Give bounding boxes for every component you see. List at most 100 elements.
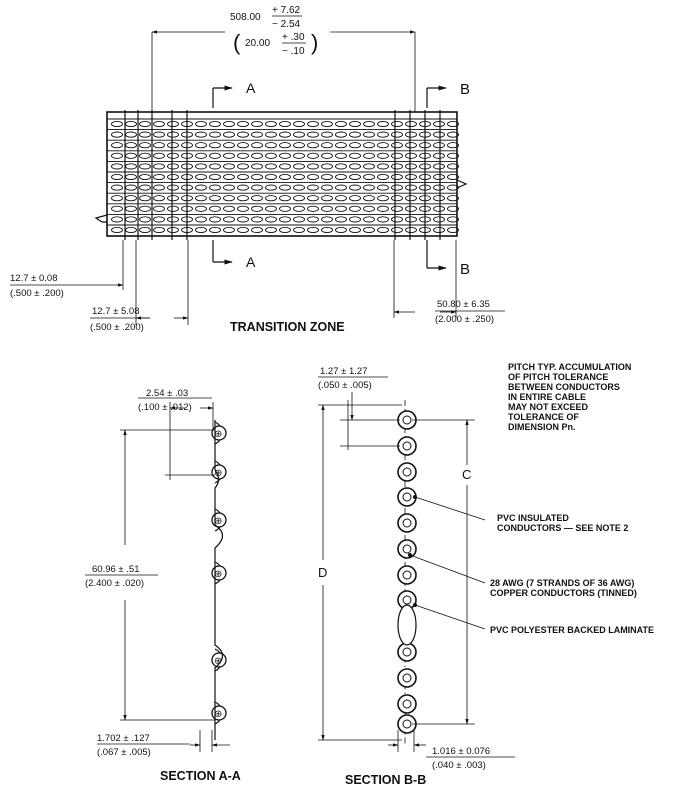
conductor-bead (195, 226, 207, 234)
strand-glyph: ⊕ (214, 516, 222, 527)
conductor-bead (377, 205, 389, 212)
section-bb-conductors (397, 410, 417, 734)
conductor-bead (195, 142, 207, 149)
callout-pvc-insulated-line-2: CONDUCTORS — SEE NOTE 2 (497, 523, 628, 533)
conductor-bead (139, 120, 151, 128)
conductor-bead (279, 152, 291, 159)
conductor-bead (293, 195, 305, 202)
conductor-bead (335, 142, 347, 149)
conductor-bead (153, 216, 165, 223)
conductor-bead (195, 216, 207, 223)
conductor-circle (397, 513, 417, 533)
conductor-bead (153, 205, 165, 212)
conductor-bead (111, 152, 123, 159)
conductor-bead (433, 226, 445, 234)
callout-laminate: PVC POLYESTER BACKED LAMINATE (413, 603, 654, 635)
conductor-bead (167, 205, 179, 212)
conductor-bead (125, 216, 137, 223)
conductor-bead (433, 142, 445, 149)
conductor-bead (209, 163, 221, 170)
conductor-bead (139, 205, 151, 212)
conductor-bead (391, 173, 403, 181)
conductor-bead (377, 173, 389, 181)
conductor-bead (293, 142, 305, 149)
callout-pvc-insulated-line-1: PVC INSULATED (497, 513, 569, 523)
conductor-bead (251, 163, 263, 170)
conductor-bead (153, 142, 165, 149)
conductor-bead (349, 184, 361, 191)
conductor-circle (397, 668, 417, 688)
conductor-bead (265, 184, 277, 191)
conductor-bead (349, 173, 361, 181)
conductor-bead (447, 195, 459, 202)
section-bb-pitch-inch: (.050 ± .005) (318, 380, 372, 391)
conductor-bead (391, 131, 403, 138)
conductor-bead (237, 216, 249, 223)
conductor-bead (321, 142, 333, 149)
conductor-bead (251, 120, 263, 128)
conductor-bead (391, 142, 403, 149)
conductor-bead (363, 142, 375, 149)
conductor-bead (307, 195, 319, 202)
conductor-bead (363, 152, 375, 159)
section-bb-label-d: D (318, 565, 327, 580)
strand-core (402, 719, 412, 729)
conductor-bead (153, 163, 165, 170)
conductor-bead (223, 120, 235, 128)
overall-length-paren-open: ( (233, 30, 241, 55)
conductor-bead (111, 173, 123, 181)
conductor-bead (363, 195, 375, 202)
section-a-label-top: A (246, 80, 256, 96)
conductor-bead (279, 195, 291, 202)
conductor-bead (209, 142, 221, 149)
strand-glyph: ⊕ (214, 569, 222, 580)
conductor-bead (223, 131, 235, 138)
conductor-bead (265, 173, 277, 181)
conductor-bead (307, 152, 319, 159)
conductor-bead (335, 184, 347, 191)
conductor-bead (265, 142, 277, 149)
section-b-label-bottom: B (460, 261, 470, 278)
conductor-bead (139, 163, 151, 170)
conductor-bead (405, 216, 417, 223)
conductor-bead (111, 216, 123, 223)
conductor-bead (265, 120, 277, 128)
conductor-bead (405, 163, 417, 170)
conductor-bead (321, 205, 333, 212)
strand-glyph: ⊕ (214, 656, 222, 667)
conductor-bead (293, 120, 305, 128)
conductor-bead (279, 163, 291, 170)
conductor-bead (447, 173, 459, 181)
conductor-bead (391, 226, 403, 234)
conductor-bead (363, 173, 375, 181)
conductor-bead (447, 216, 459, 223)
conductor-bead (321, 195, 333, 202)
conductor-bead (405, 184, 417, 191)
conductor-bead (307, 120, 319, 128)
callout-laminate-line-1: PVC POLYESTER BACKED LAMINATE (490, 625, 654, 635)
conductor-bead (139, 142, 151, 149)
conductor-bead (433, 184, 445, 191)
conductor-bead (111, 226, 123, 234)
conductor-circle (397, 462, 417, 482)
conductor-bead (125, 173, 137, 181)
conductor-bead (307, 131, 319, 138)
conductor-bead (307, 173, 319, 181)
overall-length-dimension: 508.00 + 7.62 − 2.54 ( 20.00 + .30 − .10… (151, 5, 416, 112)
conductor-bead (433, 152, 445, 159)
conductor-bead (139, 226, 151, 234)
section-aa-pitch-inch: (.100 ± .012) (138, 402, 192, 413)
strand-core (402, 595, 412, 605)
conductor-circle (397, 539, 417, 559)
conductor-bead (405, 195, 417, 202)
conductor-bead (377, 131, 389, 138)
conductor-bead (209, 173, 221, 181)
conductor-bead (223, 173, 235, 181)
conductor-bead (405, 142, 417, 149)
conductor-bead (139, 195, 151, 202)
conductor-bead (321, 152, 333, 159)
dim-left-inner-inch: (.500 ± .200) (90, 322, 144, 333)
conductor-bead (223, 142, 235, 149)
conductor-bead (139, 152, 151, 159)
conductor-bead (279, 131, 291, 138)
